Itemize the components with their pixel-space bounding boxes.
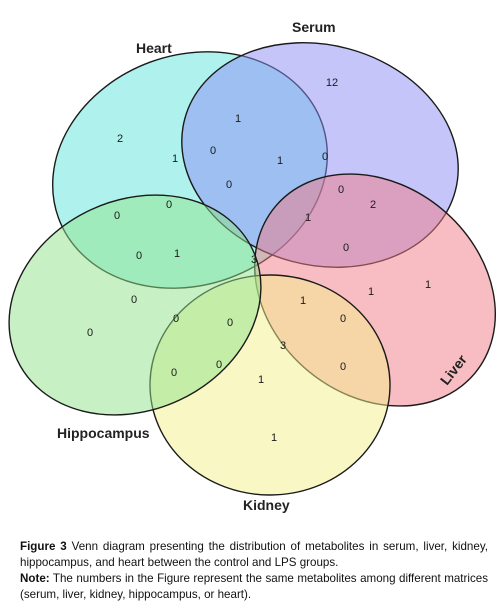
region-count: 0 — [171, 367, 177, 379]
region-count: 0 — [340, 361, 346, 373]
set-ellipses — [8, 42, 497, 496]
region-count: 0 — [343, 242, 349, 254]
figure-description: Venn diagram presenting the distribution… — [20, 540, 488, 569]
note-text: The numbers in the Figure represent the … — [20, 572, 488, 601]
region-count: 3 — [280, 340, 286, 352]
set-labels: Heart Serum Liver Kidney Hippocampus — [57, 19, 470, 513]
region-count: 0 — [322, 151, 328, 163]
region-count: 1 — [305, 212, 311, 224]
region-count: 0 — [338, 184, 344, 196]
region-count: 1 — [300, 295, 306, 307]
region-count: 3 — [251, 254, 257, 266]
region-count: 2 — [370, 199, 376, 211]
region-count: 0 — [114, 210, 120, 222]
region-count: 0 — [216, 359, 222, 371]
figure-caption-text: Figure 3 Venn diagram presenting the dis… — [20, 539, 488, 571]
serum-label: Serum — [292, 19, 336, 35]
hippocampus-label: Hippocampus — [57, 425, 150, 441]
region-count: 0 — [87, 327, 93, 339]
figure-label: Figure 3 — [20, 540, 67, 553]
region-count: 0 — [226, 179, 232, 191]
region-count: 1 — [368, 286, 374, 298]
venn-diagram: Heart Serum Liver Kidney Hippocampus 12 … — [8, 19, 497, 513]
region-count: 12 — [326, 77, 338, 89]
region-count: 1 — [277, 155, 283, 167]
region-count: 1 — [174, 248, 180, 260]
heart-label: Heart — [136, 40, 172, 56]
region-count: 1 — [258, 374, 264, 386]
region-count: 2 — [117, 133, 123, 145]
kidney-label: Kidney — [243, 497, 290, 513]
region-count: 0 — [131, 294, 137, 306]
region-count: 1 — [425, 279, 431, 291]
region-count: 1 — [172, 153, 178, 165]
region-count: 0 — [136, 250, 142, 262]
region-count: 1 — [235, 113, 241, 125]
region-counts: 12 2 1 1 0 1 1 0 0 1 2 0 0 1 0 0 1 0 0 3… — [87, 77, 431, 444]
figure-caption: Figure 3 Venn diagram presenting the dis… — [20, 539, 488, 603]
region-count: 0 — [166, 199, 172, 211]
note-label: Note: — [20, 572, 50, 585]
hippocampus-set-ellipse — [8, 194, 262, 416]
region-count: 0 — [210, 145, 216, 157]
region-count: 0 — [227, 317, 233, 329]
region-count: 1 — [271, 432, 277, 444]
region-count: 0 — [173, 313, 179, 325]
region-count: 0 — [340, 313, 346, 325]
figure-note: Note: The numbers in the Figure represen… — [20, 571, 488, 603]
